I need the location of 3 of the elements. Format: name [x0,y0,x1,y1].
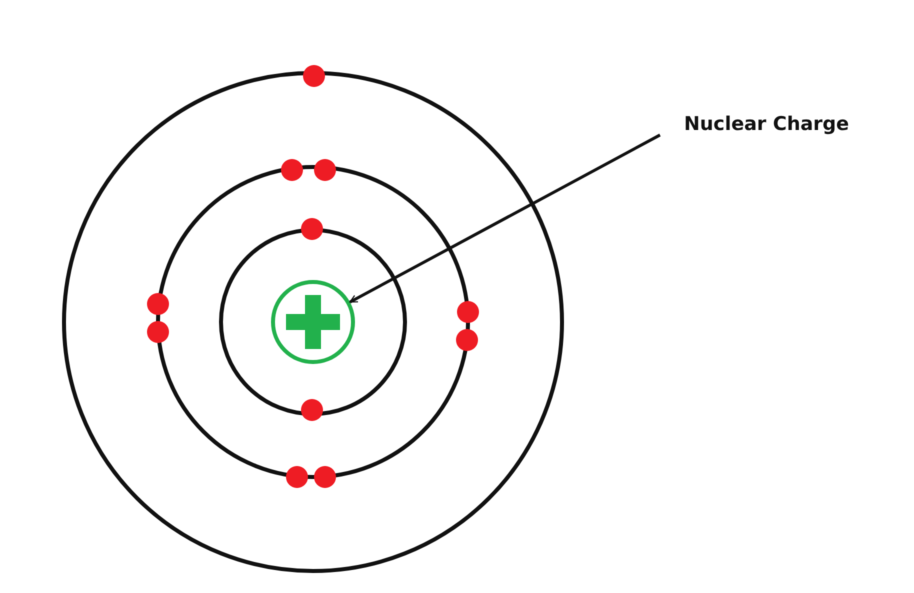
annotation-label: Nuclear Charge [684,113,850,135]
nucleus-drawing [271,280,355,364]
leader-arrow [349,134,661,304]
